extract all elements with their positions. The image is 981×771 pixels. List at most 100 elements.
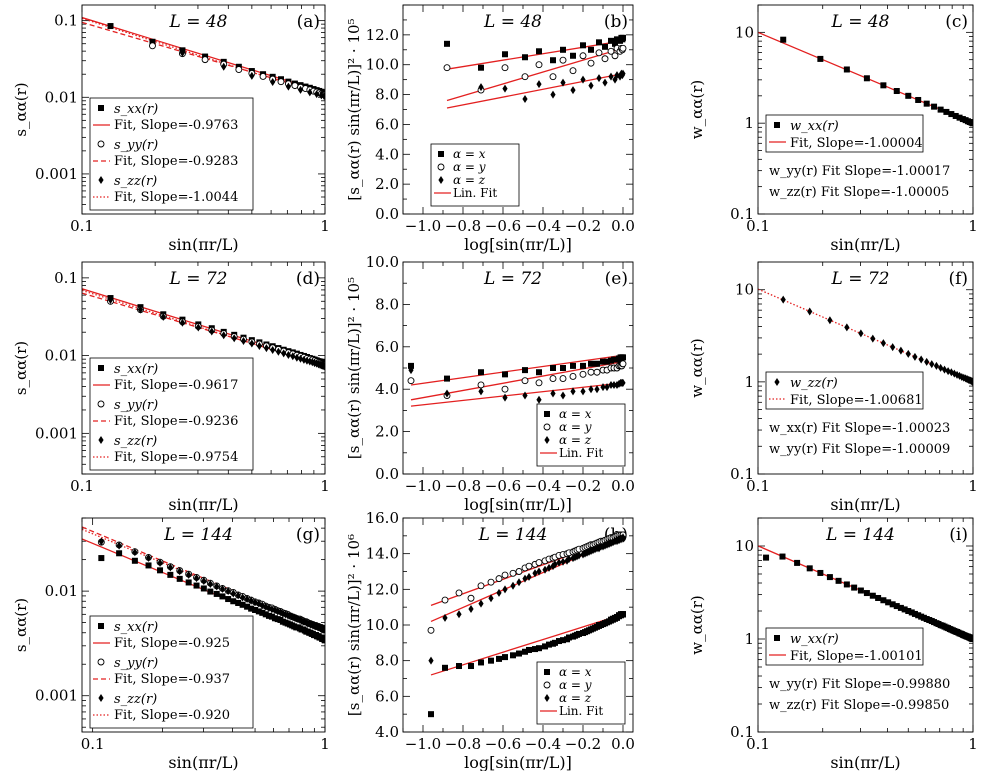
axis-ticks: [81, 5, 326, 215]
series-0-point-9: [588, 46, 594, 53]
plot-area: [443, 34, 627, 109]
series-2-point-16: [290, 352, 296, 361]
series-0-point-15: [546, 641, 552, 648]
x-tick-label: −1.0: [405, 217, 441, 235]
panel-title: L = 144: [478, 525, 548, 545]
series-2-point-13: [225, 587, 231, 596]
series-2-point-14: [230, 589, 236, 598]
series-1-point-0: [407, 377, 415, 385]
series-2-point-5: [536, 395, 542, 404]
series-2-point-26: [275, 607, 281, 616]
series-1-point-2: [201, 56, 209, 64]
series-1-point-10: [595, 49, 603, 57]
series-2-point-0: [408, 366, 414, 375]
series-0-point-10: [588, 360, 594, 367]
series-2-point-21: [259, 601, 265, 610]
y-tick-label: 0.01: [45, 347, 78, 365]
series-2-point-6: [496, 588, 502, 597]
series-0-point-6: [880, 339, 886, 348]
y-tick-label: 12.0: [366, 26, 399, 44]
series-1-point-4: [535, 61, 543, 69]
y-tick-label: 0.01: [45, 582, 78, 600]
y-axis-label: s_αα(r): [12, 341, 30, 395]
series-1-point-8: [569, 373, 577, 380]
series-2-point-20: [304, 356, 310, 365]
y-tick-label: 6.0: [375, 338, 399, 356]
legend-label: Fit, Slope=-1.00681: [790, 393, 923, 408]
plot-frame: [757, 4, 974, 215]
legend-label: Lin. Fit: [559, 704, 603, 718]
legend-marker-point-2: [98, 436, 104, 444]
legend-label: α = z: [559, 433, 592, 447]
series-0-point-7: [185, 579, 192, 586]
fit-slope-note: w_zz(r) Fit Slope=-0.99850: [769, 698, 949, 713]
series-2-point-12: [600, 383, 606, 392]
series-2-point-9: [580, 387, 586, 396]
series-2-point-14: [281, 349, 287, 358]
x-tick-label: −0.2: [565, 735, 601, 753]
fit-line-2: [446, 73, 624, 109]
legend-marker-point-2: [98, 694, 104, 702]
series-0-point-8: [570, 362, 576, 369]
y-tick-label: 0.001: [35, 687, 78, 705]
series-2-point-0: [98, 537, 104, 546]
series-2-point-28: [280, 609, 286, 618]
series-0-point-5: [536, 369, 542, 376]
series-0-point-8: [851, 584, 858, 591]
series-0-point-1: [149, 38, 156, 45]
series-2-point-18: [556, 558, 562, 567]
series-0-point-1: [807, 307, 813, 316]
series-0-point-0: [428, 711, 434, 718]
series-0-point-8: [510, 652, 516, 659]
y-tick-label: 1: [744, 114, 754, 132]
series-2-point-10: [588, 385, 594, 394]
series-0-point-4: [478, 659, 484, 666]
axis-ticks: [757, 261, 974, 475]
series-2-point-6: [307, 88, 313, 97]
series-0-point-4: [157, 567, 164, 574]
series-0-point-14: [956, 114, 963, 121]
series-2-point-6: [550, 389, 556, 398]
plot-area: [427, 531, 627, 718]
series-0-point-6: [835, 577, 842, 584]
x-tick-label: 0.1: [746, 477, 770, 495]
legend-marker-point-2: [438, 176, 444, 184]
y-tick-label: 10.0: [366, 56, 399, 74]
legend-label: α = x: [453, 147, 486, 161]
legend-marker-point-1: [97, 140, 105, 148]
legend-label: Fit, Slope=-0.9763: [114, 118, 238, 133]
legend-label: s_yy(r): [114, 656, 158, 671]
fit-line-0: [758, 288, 973, 383]
y-tick-label: 0.1: [730, 205, 754, 223]
series-0-point-0: [408, 362, 414, 369]
series-2-point-11: [526, 572, 532, 581]
series-0-point-7: [890, 343, 896, 352]
legend-label: α = z: [559, 691, 592, 705]
series-0: [780, 295, 973, 386]
series-2-point-9: [596, 74, 602, 83]
series-0-point-10: [207, 588, 214, 595]
x-tick-label: −0.4: [525, 217, 561, 235]
x-axis-label: log[sin(πr/L)]: [464, 235, 572, 254]
plot-frame: [81, 261, 326, 475]
panel-letter: (i): [949, 525, 968, 545]
series-0-point-8: [898, 346, 904, 355]
x-axis-label: log[sin(πr/L)]: [464, 495, 572, 514]
legend-label: α = y: [559, 678, 592, 692]
series-1-point-9: [515, 568, 523, 575]
series-0-point-6: [496, 655, 502, 662]
legend-marker-point-0: [774, 122, 780, 128]
series-2-point-17: [620, 69, 626, 78]
x-axis-label: sin(πr/L): [830, 753, 900, 771]
series-1-point-6: [495, 575, 503, 583]
plot-area: [758, 288, 973, 386]
series-1-point-0: [427, 626, 435, 634]
series-2-point-3: [179, 318, 186, 327]
x-tick-label: −0.6: [485, 217, 521, 235]
series-0-point-3: [145, 562, 152, 569]
